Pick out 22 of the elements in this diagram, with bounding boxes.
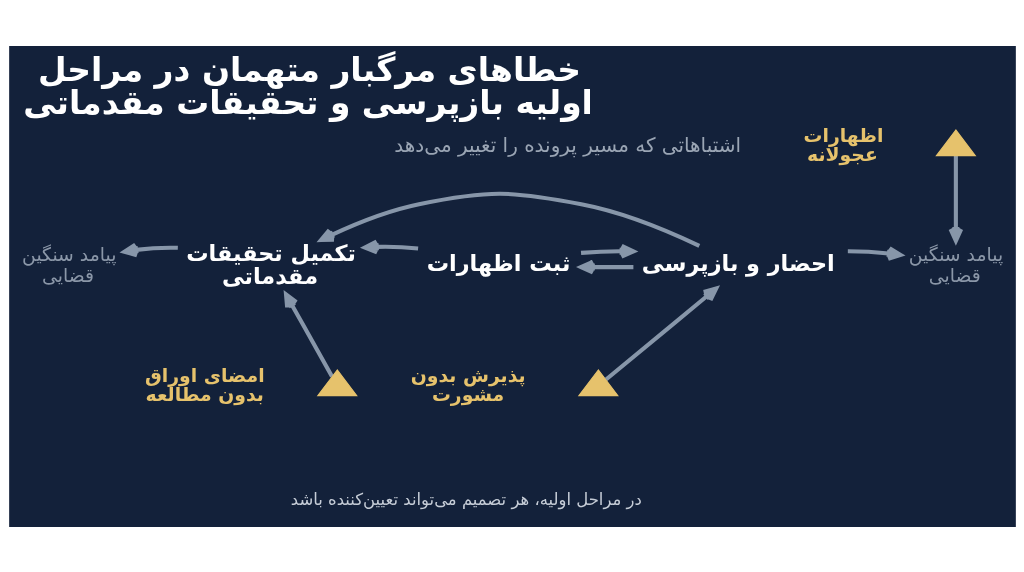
node-label: امضای اوراق بدون مطالعه: [144, 364, 265, 405]
node-label: پذیرش بدون مشورت: [410, 364, 526, 405]
diagram-title: خطاهای مرگبار متهمان در مراحل اولیه بازپرسی و تحقیقات مقدماتی: [22, 49, 593, 121]
node-text: ثبت اظهارات: [426, 249, 570, 276]
arrow: [362, 239, 418, 254]
arrow: [948, 155, 963, 243]
caption: در مراحل اولیه، هر تصمیم می‌تواند تعیین‌کننده باشد: [290, 489, 642, 509]
node-text: پیامد سنگین قضایی: [908, 243, 1003, 286]
label: اشتباهاتی که مسیر پرونده را تغییر می‌دهد: [393, 132, 741, 157]
node-text: تکمیل تحقیقات مقدماتی: [185, 239, 356, 289]
node-text: احضار و بازپرسی: [641, 249, 835, 276]
arrow: [283, 291, 334, 377]
arrow: [318, 191, 700, 248]
node-text: پیامد سنگین قضایی: [21, 243, 116, 286]
node-triangle: [934, 128, 976, 156]
node-triangle: [577, 368, 619, 396]
arrow: [121, 242, 178, 257]
arrow: [578, 259, 633, 274]
node-label: اظهارات عجولانه: [803, 124, 883, 165]
arrow: [604, 285, 718, 381]
arrow: [847, 245, 903, 261]
node-triangle: [316, 368, 358, 396]
